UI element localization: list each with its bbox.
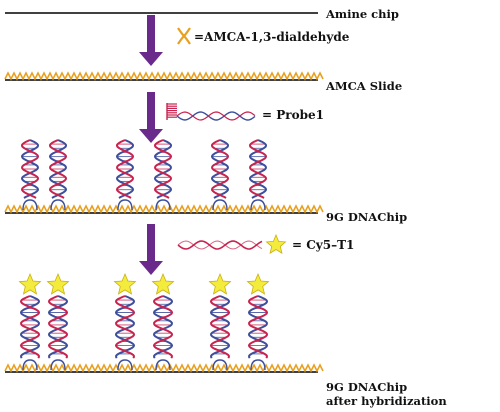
dna-helix xyxy=(153,139,173,199)
backbone-strand xyxy=(19,295,41,359)
probe-tether xyxy=(50,199,66,211)
cy5-star-icon xyxy=(246,272,270,295)
probe-tether xyxy=(250,199,266,211)
backbone-strand xyxy=(209,295,231,359)
probe-tether xyxy=(155,359,171,371)
probe-tether xyxy=(22,359,38,371)
dna-helix xyxy=(47,295,69,359)
cy5-star-icon xyxy=(113,272,137,295)
probe-tether xyxy=(212,199,228,211)
backbone-strand xyxy=(210,139,230,199)
hybridized-dna-chip xyxy=(4,272,324,373)
stage-label-hybridized-line2: after hybridization xyxy=(326,394,447,408)
legend-target-text: = Cy5–T1 xyxy=(292,238,355,252)
dna-helix xyxy=(114,295,136,359)
cy5-star-icon xyxy=(18,272,42,295)
backbone-strand xyxy=(47,295,69,359)
backbone-strand xyxy=(47,295,69,359)
backbone-strand xyxy=(115,139,135,199)
dna-chip-with-probes xyxy=(4,139,324,214)
probe-tether xyxy=(212,359,228,371)
probe-tether xyxy=(117,359,133,371)
probe-tether xyxy=(155,199,171,211)
linker-layer xyxy=(4,71,324,81)
backbone-strand xyxy=(153,139,173,199)
amca-slide xyxy=(4,71,324,81)
backbone-strand xyxy=(152,295,174,359)
backbone-strand xyxy=(115,139,135,199)
backbone-strand xyxy=(209,295,231,359)
target-strand xyxy=(177,240,263,250)
probe-tether xyxy=(250,359,266,371)
backbone-strand xyxy=(152,295,174,359)
cy5-star-icon xyxy=(208,272,232,295)
backbone-strand xyxy=(210,139,230,199)
backbone-strand xyxy=(48,139,68,199)
backbone-strand xyxy=(247,295,269,359)
stage-label-amca-slide: AMCA Slide xyxy=(326,79,403,93)
dna-helix xyxy=(152,295,174,359)
target-strand xyxy=(177,240,263,250)
backbone-strand xyxy=(153,139,173,199)
dna-helix xyxy=(48,139,68,199)
linker-layer xyxy=(4,363,324,373)
legend-probe-text: = Probe1 xyxy=(262,108,324,122)
dna-helix xyxy=(247,295,269,359)
probe-dna-icon xyxy=(166,103,256,121)
backbone-strand xyxy=(19,295,41,359)
stage-label-dnachip: 9G DNAChip xyxy=(326,210,408,224)
dna-helix xyxy=(210,139,230,199)
stage-label-amine-chip: Amine chip xyxy=(326,7,399,21)
backbone-strand xyxy=(114,295,136,359)
backbone-strand xyxy=(114,295,136,359)
dna-helix xyxy=(19,295,41,359)
backbone-strand xyxy=(247,295,269,359)
process-arrow-3 xyxy=(139,224,163,275)
legend-linker-text: =AMCA-1,3-dialdehyde xyxy=(194,30,350,44)
probe-tether xyxy=(50,359,66,371)
probe-strand xyxy=(176,111,256,121)
backbone-strand xyxy=(20,139,40,199)
dna-helix xyxy=(248,139,268,199)
backbone-strand xyxy=(48,139,68,199)
dna-helix xyxy=(115,139,135,199)
process-arrow-2 xyxy=(139,92,163,143)
stage-label-hybridized: 9G DNAChip xyxy=(326,380,408,394)
cy5-star-icon xyxy=(265,233,287,254)
linker-layer xyxy=(4,204,324,214)
linker-molecule-icon xyxy=(177,27,191,45)
cy5-star-icon xyxy=(46,272,70,295)
backbone-strand xyxy=(248,139,268,199)
process-arrow-1 xyxy=(139,15,163,66)
backbone-strand xyxy=(248,139,268,199)
cy5-star-icon xyxy=(151,272,175,295)
backbone-strand xyxy=(20,139,40,199)
probe-tether xyxy=(117,199,133,211)
dna-helix xyxy=(209,295,231,359)
cy5-labeled-target-icon xyxy=(177,233,287,254)
probe-tether xyxy=(22,199,38,211)
dna-helix xyxy=(20,139,40,199)
probe-strand xyxy=(176,111,256,121)
